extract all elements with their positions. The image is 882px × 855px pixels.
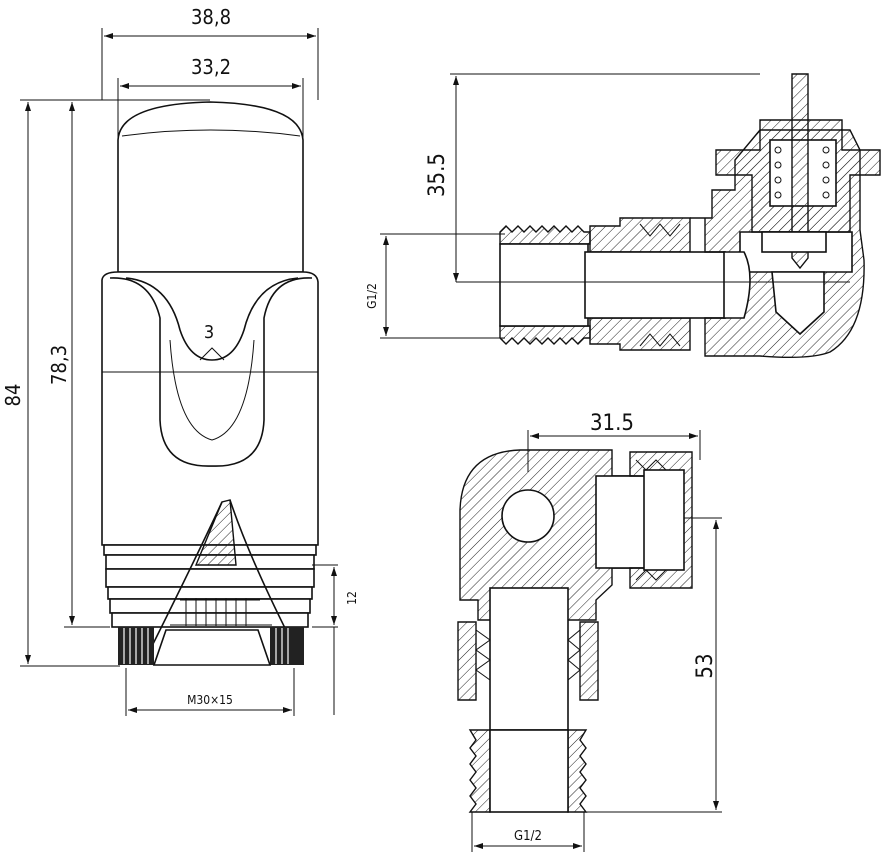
head-body [101, 271, 319, 546]
dim-elbow-width: 31.5 [590, 411, 634, 436]
dim-width-overall: 38,8 [191, 5, 231, 29]
front-view: 38,8 33,2 84 78,3 3 [1, 5, 359, 716]
lower-nut-right [579, 621, 599, 701]
lower-nut-left [457, 621, 477, 701]
inlet-thread-bottom [499, 325, 591, 345]
dim-thread-height: 12 [345, 591, 359, 605]
dim-inlet-thread: G1/2 [365, 283, 379, 309]
grip-recess [109, 277, 313, 467]
dim-height-overall: 84 [1, 384, 25, 407]
union-nut-bottom [589, 317, 691, 351]
dim-thread-spec: M30×15 [187, 693, 233, 707]
dim-elbow-height: 53 [693, 653, 718, 678]
inlet-thread-top [499, 225, 591, 245]
head-cap [117, 101, 304, 273]
dim-width-cap: 33,2 [191, 55, 231, 79]
section-view: 35.5 G1/2 [365, 73, 881, 359]
bottom-thread-right [567, 729, 588, 813]
knurled-nut-right [270, 627, 304, 665]
bottom-thread-left [468, 729, 491, 813]
dim-height-body: 78,3 [47, 345, 71, 385]
union-nut-top [589, 217, 691, 253]
dim-section-height: 35.5 [425, 153, 450, 197]
bore-hole [501, 489, 555, 543]
knob-mark: 3 [204, 322, 214, 343]
spring [774, 146, 830, 199]
elbow-view: 31.5 53 G1/2 [457, 411, 722, 852]
dim-elbow-thread: G1/2 [514, 829, 542, 844]
spindle [791, 73, 809, 270]
